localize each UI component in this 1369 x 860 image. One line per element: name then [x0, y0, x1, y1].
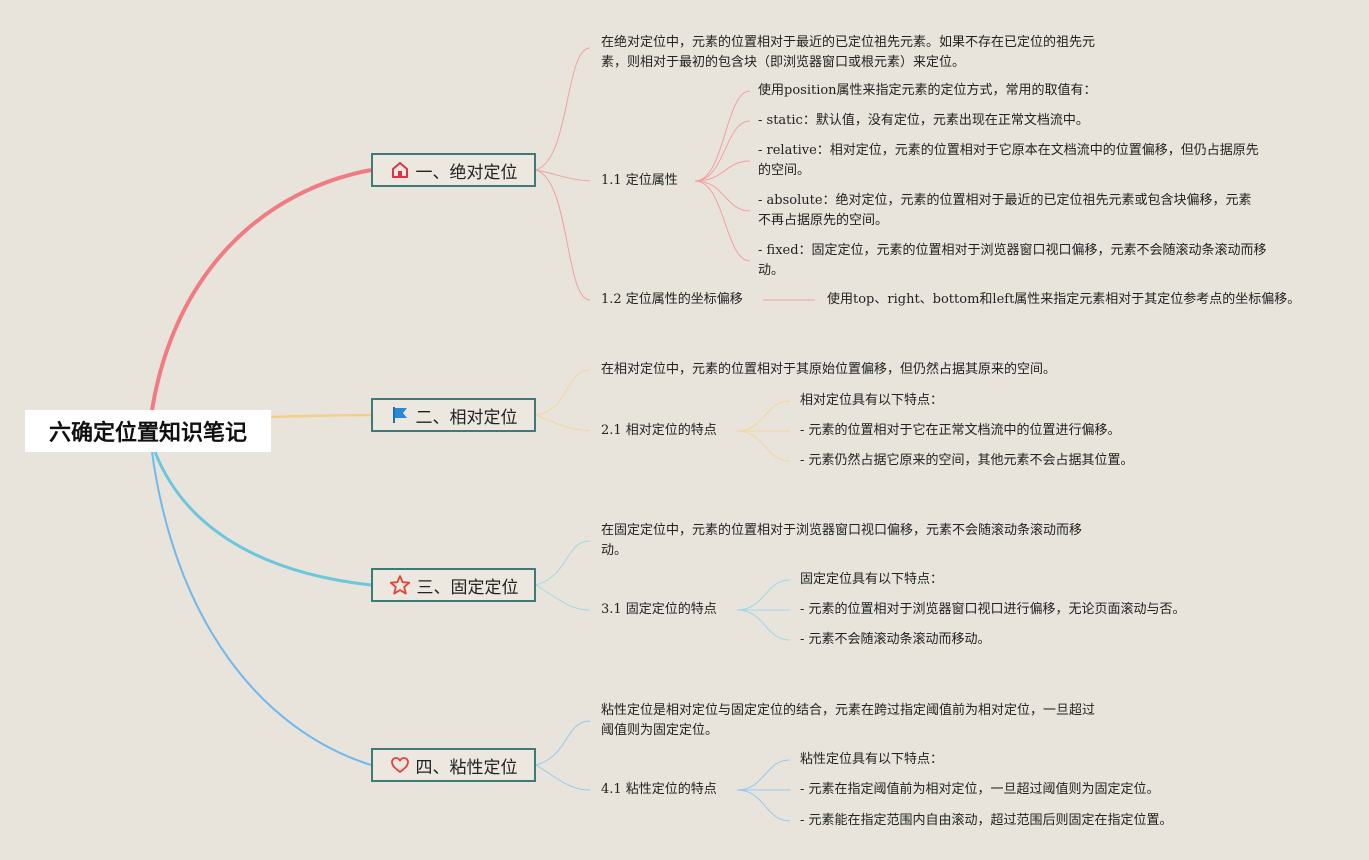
- link-root-branch-2: [270, 413, 372, 419]
- branch-3-sub-1-item-3: - 元素不会随滚动条滚动而移动。: [800, 632, 991, 647]
- branch-1-sub-2-item-1: 使用top、right、bottom和left属性来指定元素相对于其定位参考点的…: [827, 292, 1301, 307]
- branch-label: 一、绝对定位: [415, 162, 518, 183]
- branch-1-sub-1-item-5: - fixed：固定定位，元素的位置相对于浏览器窗口视口偏移，元素不会随滚动条滚…: [758, 243, 1267, 278]
- branch-4-intro: 粘性定位是相对定位与固定定位的结合，元素在跨过指定阈值前为相对定位，一旦超过阈值…: [601, 703, 1096, 738]
- home-icon: [391, 162, 408, 178]
- branch-4-sub-1-item-1: 粘性定位具有以下特点：: [800, 752, 944, 767]
- link-b1-sub2: [535, 169, 591, 301]
- branch-sticky-positioning[interactable]: 四、粘性定位: [371, 748, 536, 782]
- branch-1-sub-1-item-4: - absolute：绝对定位，元素的位置相对于最近的已定位祖先元素或包含块偏移…: [758, 193, 1252, 228]
- branch-3-sub-1-label[interactable]: 3.1 固定定位的特点: [601, 602, 717, 617]
- branch-3-sub-1-item-1: 固定定位具有以下特点：: [800, 572, 944, 587]
- branch-4-sub-1-label[interactable]: 4.1 粘性定位的特点: [601, 782, 717, 797]
- branch-2-sub-1-item-2: - 元素的位置相对于它在正常文档流中的位置进行偏移。: [800, 423, 1121, 438]
- branch-1-sub-2-label[interactable]: 1.2 定位属性的坐标偏移: [601, 292, 743, 307]
- link-root-branch-4: [151, 451, 372, 766]
- heart-icon: [390, 757, 409, 773]
- link-root-branch-1: [150, 168, 372, 411]
- branch-2-sub-1-item-1: 相对定位具有以下特点：: [800, 393, 944, 408]
- root-topic[interactable]: 六确定位置知识笔记: [25, 410, 271, 452]
- branch-4-sub-1-item-2: - 元素在指定阈值前为相对定位，一旦超过阈值则为固定定位。: [800, 782, 1160, 797]
- branch-2-intro: 在相对定位中，元素的位置相对于其原始位置偏移，但仍然占据其原来的空间。: [601, 362, 1057, 377]
- branch-label: 二、相对定位: [415, 407, 518, 428]
- branch-4-sub-1-item-3: - 元素能在指定范围内自由滚动，超过范围后则固定在指定位置。: [800, 813, 1173, 828]
- root-title: 六确定位置知识笔记: [48, 421, 247, 446]
- branch-label: 三、固定定位: [416, 577, 519, 598]
- branch-relative-positioning[interactable]: 二、相对定位: [371, 398, 536, 432]
- link-b1-sub1: [535, 169, 591, 182]
- link-root-branch-3: [153, 451, 372, 587]
- branch-fixed-positioning[interactable]: 三、固定定位: [371, 568, 536, 602]
- branch-1-sub-1-item-1: 使用position属性来指定元素的定位方式，常用的取值有：: [758, 83, 1097, 98]
- flag-icon: [392, 407, 407, 423]
- branch-3-sub-1-item-2: - 元素的位置相对于浏览器窗口视口进行偏移，无论页面滚动与否。: [800, 602, 1186, 617]
- branch-1-sub-1-item-2: - static：默认值，没有定位，元素出现在正常文档流中。: [758, 113, 1089, 128]
- branch-2-sub-1-item-3: - 元素仍然占据它原来的空间，其他元素不会占据其位置。: [800, 453, 1134, 468]
- branch-label: 四、粘性定位: [415, 757, 518, 778]
- branch-1-sub-1-label[interactable]: 1.1 定位属性: [601, 173, 678, 188]
- branch-1-intro: 在绝对定位中，元素的位置相对于最近的已定位祖先元素。如果不存在已定位的祖先元素，…: [601, 35, 1096, 70]
- link-b1-intro: [535, 47, 591, 171]
- branch-1-sub-1-item-3: - relative：相对定位，元素的位置相对于它原本在文档流中的位置偏移，但仍…: [758, 143, 1259, 178]
- star-icon: [389, 575, 410, 595]
- branch-2-sub-1-label[interactable]: 2.1 相对定位的特点: [601, 423, 717, 438]
- branch-3-intro: 在固定定位中，元素的位置相对于浏览器窗口视口偏移，元素不会随滚动条滚动而移动。: [601, 523, 1083, 558]
- branch-absolute-positioning[interactable]: 一、绝对定位: [371, 153, 536, 187]
